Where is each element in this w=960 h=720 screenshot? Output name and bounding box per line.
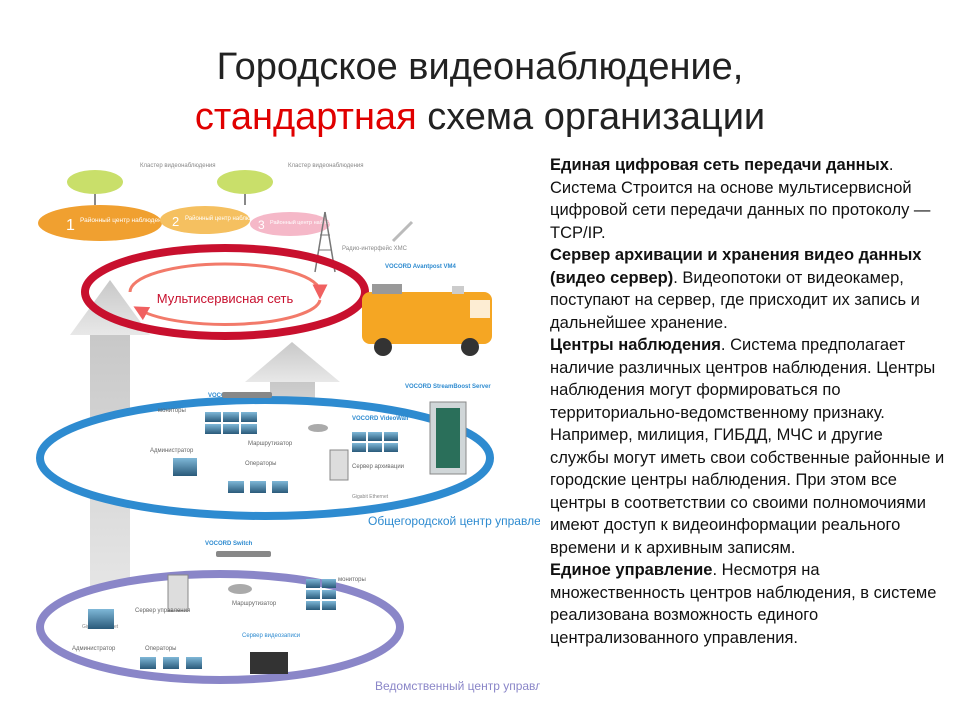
city-rack-panel <box>436 408 460 468</box>
departmental-control-center: VOCORD Switch мониторы Сервер управления… <box>36 541 540 693</box>
dept-admin-label: Администратор <box>72 646 116 652</box>
cluster-1: Кластер видеонаблюдения <box>67 163 216 205</box>
city-videowall-icon <box>352 432 398 452</box>
network-diagram: Кластер видеонаблюдения Кластер видеонаб… <box>36 163 540 693</box>
title-highlight: стандартная <box>194 96 417 138</box>
dept-video-server-icon <box>250 652 288 674</box>
city-switch-icon <box>222 392 272 398</box>
center-2-number: 2 <box>172 214 179 229</box>
multiservice-network-ring: Мультисервисная сеть <box>81 244 369 340</box>
slide-title-line2: стандартная схема организации <box>0 95 960 139</box>
center-3-label: Районный центр наблюдения <box>270 219 345 226</box>
dept-control-server-icon <box>167 574 189 612</box>
cluster-2: Кластер видеонаблюдения <box>217 163 364 205</box>
desc-text: . Несмотря на множественность центров на… <box>550 561 937 647</box>
desc-paragraph: Единая цифровая сеть передачи данных. Си… <box>550 154 945 244</box>
city-center-name: Общегородской центр управления <box>368 514 540 528</box>
city-archive-server-icon <box>329 449 349 481</box>
dept-operator-pcs-icon <box>140 657 202 669</box>
center-1-label: Районный центр наблюдения <box>80 216 169 224</box>
cluster-1-label: Кластер видеонаблюдения <box>140 163 216 169</box>
district-center-1: 1 Районный центр наблюдения <box>38 205 169 241</box>
city-streambox-label: VOCORD StreamBoost Server <box>405 384 491 390</box>
dept-router-icon <box>228 584 252 594</box>
district-center-3: 3 Районный центр наблюдения <box>250 212 345 236</box>
desc-text: . Система Строится на основе мультисерви… <box>550 156 931 242</box>
city-operator-pcs-icon <box>228 481 288 493</box>
radio-wave <box>391 220 414 243</box>
radio-label: Радио-интерфейс ХМС <box>342 245 408 252</box>
city-admin-label: Администратор <box>150 448 194 454</box>
desc-heading: Центры наблюдения <box>550 336 721 354</box>
dept-admin-pc-icon <box>88 609 114 629</box>
city-monitors-label: мониторы <box>158 408 186 414</box>
cluster-2-label: Кластер видеонаблюдения <box>288 163 364 169</box>
desc-paragraph: Центры наблюдения. Система предполагает … <box>550 334 945 559</box>
desc-heading: Единая цифровая сеть передачи данных <box>550 156 889 174</box>
desc-text: . Система предполагает наличие различных… <box>550 336 945 557</box>
desc-paragraph: Сервер архивации и хранения видео данных… <box>550 244 945 334</box>
dept-router-label: Маршрутизатор <box>232 601 277 607</box>
network-label: Мультисервисная сеть <box>157 291 294 306</box>
desc-text: . Видеопотоки от видеокамер, поступают н… <box>550 268 920 332</box>
center-3-number: 3 <box>258 218 265 232</box>
dept-center-name: Ведомственный центр управления <box>375 679 540 693</box>
dept-switch-label: VOCORD Switch <box>205 541 253 547</box>
dept-switch-icon <box>216 551 271 557</box>
city-router-icon <box>308 424 328 432</box>
description-panel: Единая цифровая сеть передачи данных. Си… <box>550 154 945 649</box>
center-2-label: Районный центр наблюдения <box>185 215 267 222</box>
district-center-2: 2 Районный центр наблюдения <box>160 206 267 234</box>
desc-heading: Единое управление <box>550 561 713 579</box>
desc-heading: Сервер архивации и хранения видео данных… <box>550 246 922 287</box>
city-admin-pc-icon <box>173 458 197 476</box>
city-router-label: Маршрутизатор <box>248 441 293 447</box>
city-operators-label: Операторы <box>245 461 276 467</box>
city-control-center: VOCORD StreamBoost Server VOCORD Switch … <box>36 384 540 528</box>
dept-monitor-wall-icon <box>306 579 336 610</box>
dept-monitors-label: мониторы <box>338 577 366 583</box>
city-videowall-label: VOCORD VideoWall <box>352 416 409 422</box>
slide-title-line1: Городское видеонаблюдение, <box>216 46 744 88</box>
dept-video-server-label: Сервер видеозаписи <box>242 633 300 639</box>
surveillance-bus-icon: VOCORD Avantpost VM4 <box>362 264 492 356</box>
dept-control-server-label: Сервер управления <box>135 608 190 614</box>
city-monitor-wall-icon <box>205 412 257 434</box>
city-gigabit-label: Gigabit Ethernet <box>352 494 389 500</box>
avantpost-label: VOCORD Avantpost VM4 <box>385 264 457 270</box>
desc-paragraph: Единое управление. Несмотря на множестве… <box>550 559 945 649</box>
center-1-number: 1 <box>66 217 75 234</box>
city-archive-server-label: Сервер архивации <box>352 464 404 470</box>
title-rest: схема организации <box>416 96 766 138</box>
dept-operators-label: Операторы <box>145 646 176 652</box>
